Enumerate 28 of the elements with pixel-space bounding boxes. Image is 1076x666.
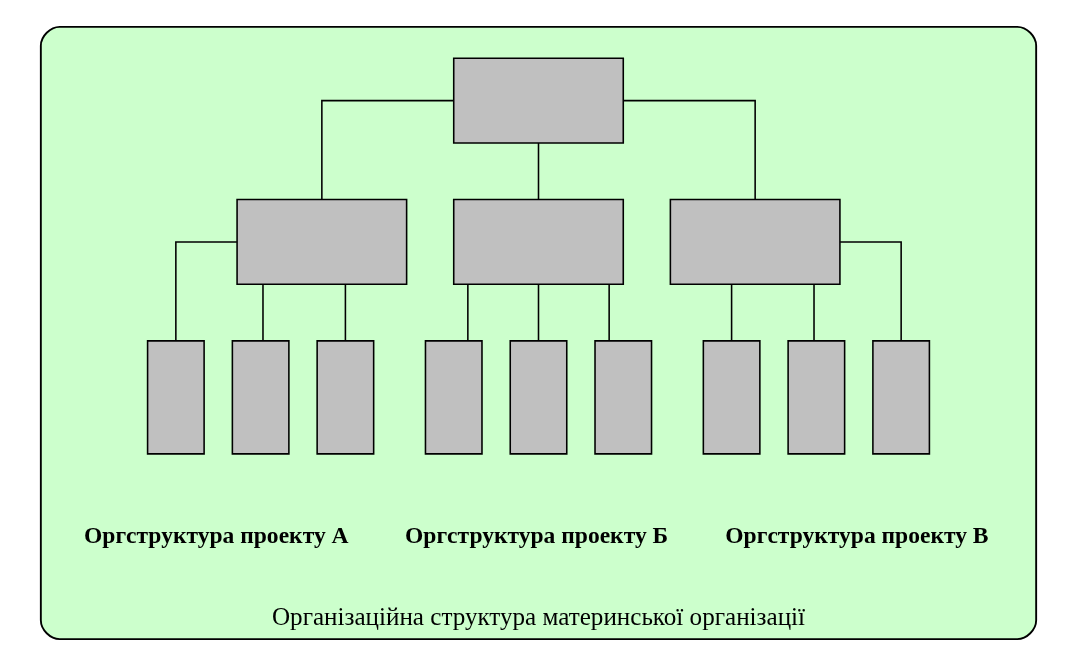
connector	[466, 283, 469, 342]
node-box	[593, 340, 652, 455]
connector	[174, 241, 238, 342]
connector	[261, 283, 264, 342]
connector	[622, 99, 756, 201]
node-box	[235, 198, 407, 286]
node-box	[669, 198, 841, 286]
node-box	[424, 340, 483, 455]
node-box	[871, 340, 930, 455]
node-box	[231, 340, 290, 455]
node-box	[146, 340, 205, 455]
connector	[537, 283, 539, 342]
node-box	[315, 340, 374, 455]
connector	[607, 283, 610, 342]
node-box	[508, 340, 568, 455]
node-box	[786, 340, 845, 455]
label: Оргструктура проекту А	[83, 521, 349, 548]
label: Оргструктура проекту Б	[404, 521, 668, 548]
connector	[838, 241, 902, 342]
connector	[730, 283, 732, 342]
node-box	[452, 57, 624, 144]
node-box	[702, 340, 761, 455]
connector	[344, 283, 346, 342]
connector	[812, 283, 815, 342]
connector	[320, 99, 454, 201]
connector	[537, 142, 539, 200]
node-box	[452, 198, 624, 286]
label: Оргструктура проекту В	[724, 521, 989, 548]
